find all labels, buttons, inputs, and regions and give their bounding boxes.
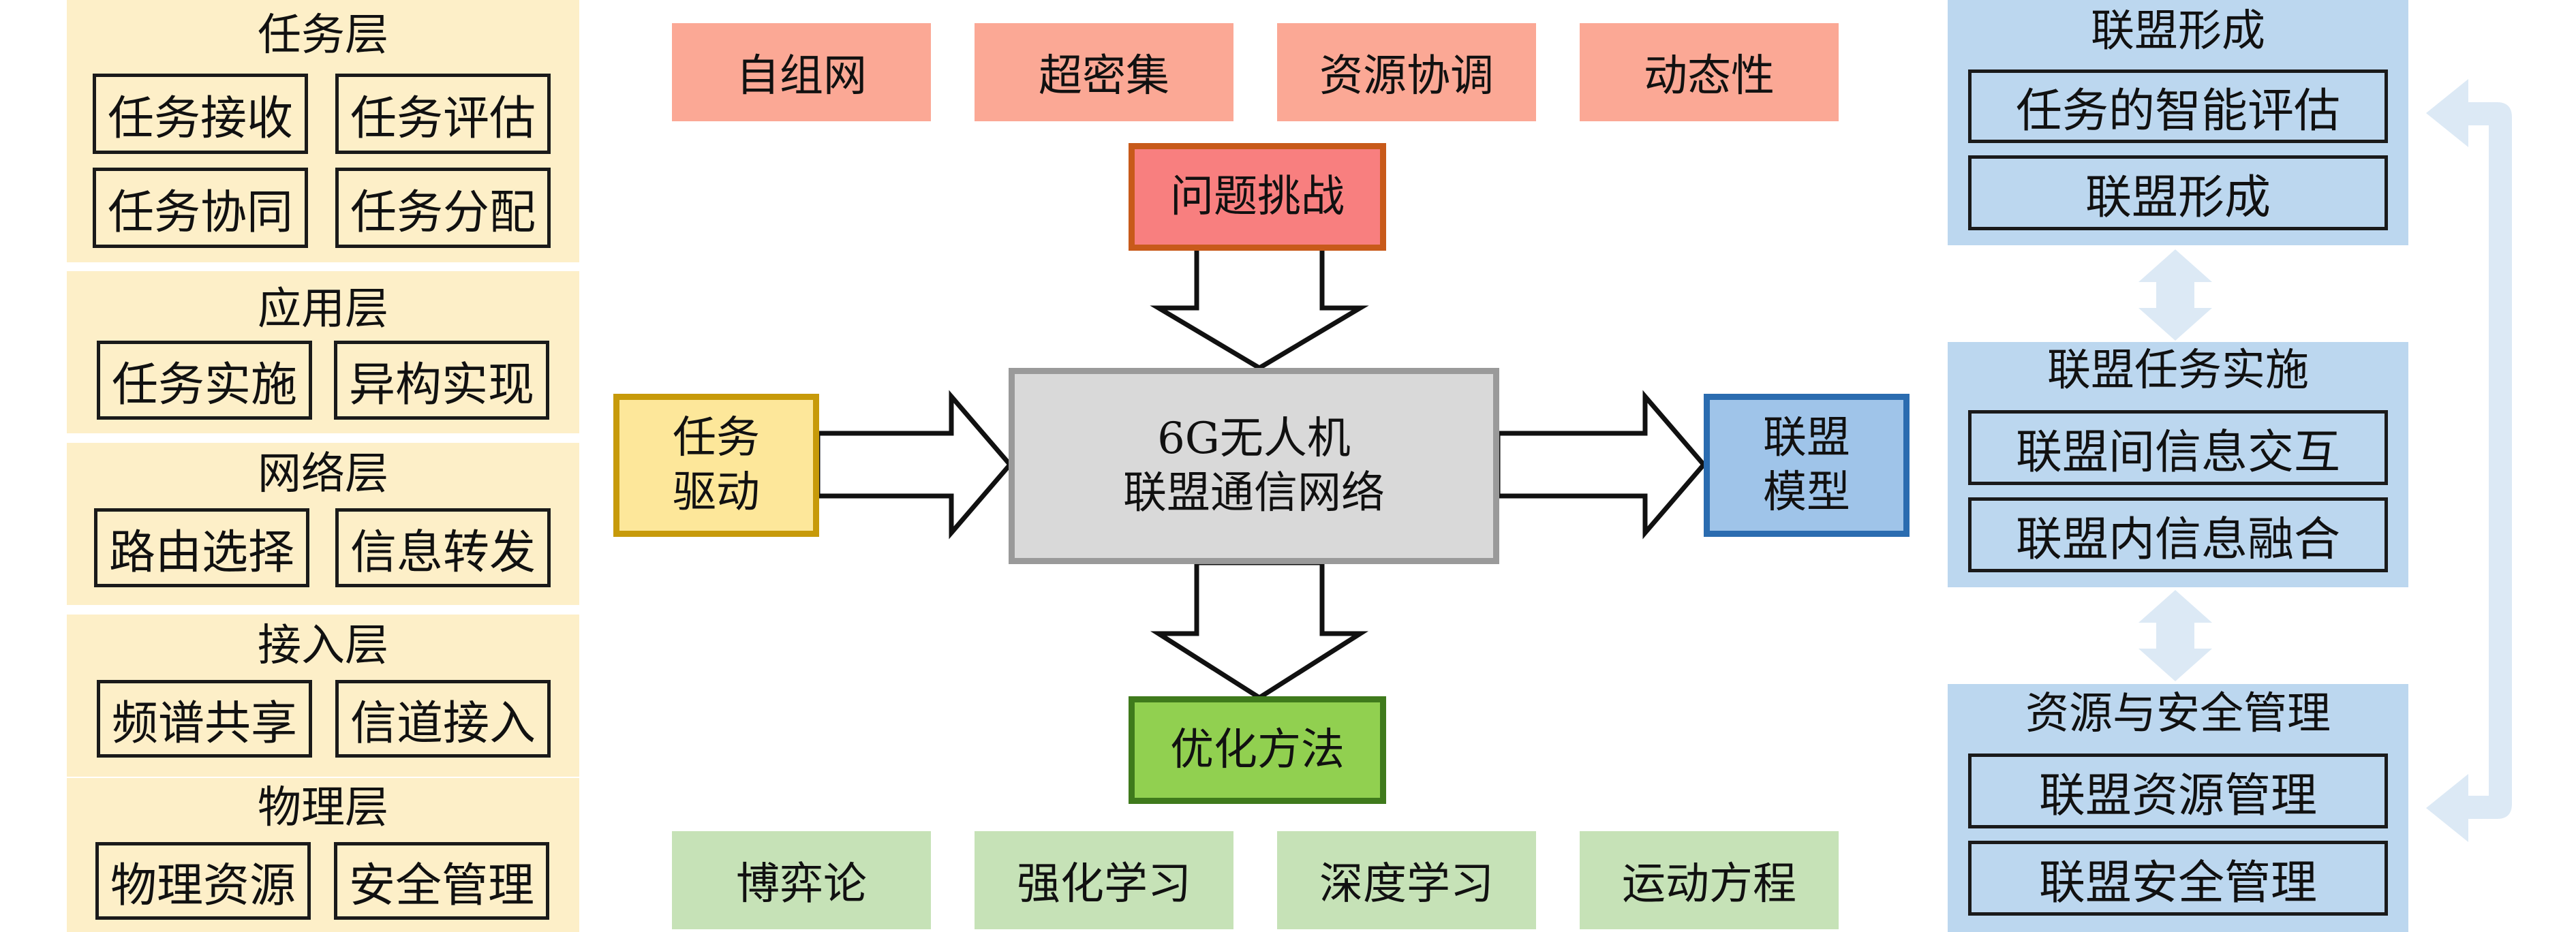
double-arrow-icon bbox=[2138, 249, 2212, 341]
task-line2: 驱动 bbox=[673, 467, 760, 518]
layer-title: 任务层 bbox=[258, 10, 388, 61]
layer-panel-physical: 物理层 物理资源 安全管理 bbox=[67, 778, 579, 932]
alliance-item: 联盟安全管理 bbox=[1968, 841, 2388, 916]
layer-item: 任务协同 bbox=[93, 168, 308, 248]
challenge-tag: 自组网 bbox=[672, 23, 931, 121]
method-tag: 运动方程 bbox=[1580, 831, 1839, 929]
layer-title: 应用层 bbox=[258, 284, 388, 335]
alliance-panel-implementation: 联盟任务实施 联盟间信息交互 联盟内信息融合 bbox=[1948, 342, 2408, 587]
method-label: 优化方法 bbox=[1170, 725, 1345, 775]
alliance-title: 联盟形成 bbox=[2091, 6, 2265, 57]
model-line2: 模型 bbox=[1763, 467, 1850, 518]
method-tag: 深度学习 bbox=[1277, 831, 1536, 929]
alliance-title: 资源与安全管理 bbox=[2025, 689, 2331, 739]
layer-item: 任务实施 bbox=[97, 341, 312, 420]
alliance-item: 任务的智能评估 bbox=[1968, 69, 2388, 143]
layer-item: 信道接入 bbox=[335, 680, 551, 758]
method-box: 优化方法 bbox=[1129, 696, 1386, 804]
task-driven-box: 任务 驱动 bbox=[613, 394, 819, 537]
challenge-box: 问题挑战 bbox=[1129, 143, 1386, 251]
alliance-item: 联盟间信息交互 bbox=[1968, 410, 2388, 485]
feedback-loop-arrow bbox=[2426, 79, 2512, 842]
arrow-task-to-network bbox=[815, 390, 1013, 540]
challenge-tag: 资源协调 bbox=[1277, 23, 1536, 121]
challenge-label: 问题挑战 bbox=[1170, 172, 1345, 222]
model-box: 联盟 模型 bbox=[1704, 394, 1910, 537]
layer-item: 任务评估 bbox=[335, 74, 551, 154]
double-arrow-icon bbox=[2138, 590, 2212, 681]
method-tag: 强化学习 bbox=[975, 831, 1233, 929]
layer-item: 任务分配 bbox=[335, 168, 551, 248]
alliance-panel-resource-security: 资源与安全管理 联盟资源管理 联盟安全管理 bbox=[1948, 684, 2408, 932]
layer-item: 路由选择 bbox=[94, 508, 309, 587]
network-box: 6G无人机 联盟通信网络 bbox=[1009, 368, 1499, 564]
layer-panel-network: 网络层 路由选择 信息转发 bbox=[67, 443, 579, 605]
task-line1: 任务 bbox=[673, 413, 760, 463]
arrow-network-to-model bbox=[1495, 390, 1707, 540]
network-line2: 联盟通信网络 bbox=[1123, 468, 1385, 518]
layer-item: 任务接收 bbox=[93, 74, 308, 154]
arrow-network-to-method bbox=[1150, 560, 1369, 701]
layer-item: 异构实现 bbox=[334, 341, 549, 420]
alliance-item: 联盟资源管理 bbox=[1968, 754, 2388, 828]
challenge-tag: 动态性 bbox=[1580, 23, 1839, 121]
challenge-tag: 超密集 bbox=[975, 23, 1233, 121]
method-tag: 博弈论 bbox=[672, 831, 931, 929]
layer-panel-access: 接入层 频谱共享 信道接入 bbox=[67, 615, 579, 777]
layer-item: 安全管理 bbox=[334, 842, 549, 920]
layer-item: 信息转发 bbox=[335, 508, 551, 587]
model-line1: 联盟 bbox=[1763, 413, 1850, 463]
layer-item: 频谱共享 bbox=[97, 680, 312, 758]
layer-title: 网络层 bbox=[258, 449, 388, 499]
layer-title: 接入层 bbox=[258, 621, 388, 671]
arrow-challenge-to-network bbox=[1150, 245, 1369, 371]
alliance-title: 联盟任务实施 bbox=[2047, 345, 2309, 396]
layer-panel-application: 应用层 任务实施 异构实现 bbox=[67, 271, 579, 433]
network-line1: 6G无人机 bbox=[1157, 414, 1351, 464]
alliance-item: 联盟形成 bbox=[1968, 155, 2388, 230]
alliance-item: 联盟内信息融合 bbox=[1968, 497, 2388, 572]
layer-item: 物理资源 bbox=[95, 842, 311, 920]
alliance-panel-formation: 联盟形成 任务的智能评估 联盟形成 bbox=[1948, 0, 2408, 245]
layer-panel-task: 任务层 任务接收 任务评估 任务协同 任务分配 bbox=[67, 0, 579, 262]
layer-title: 物理层 bbox=[258, 783, 388, 833]
